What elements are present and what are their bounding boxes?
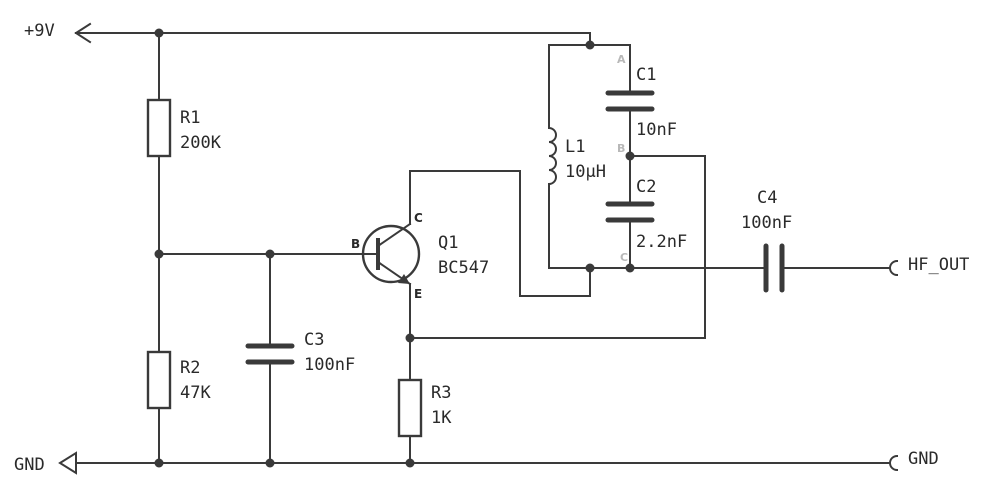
node-c-label: C — [620, 251, 628, 264]
r2-ref: R2 — [180, 358, 200, 378]
r3-resistor — [397, 378, 423, 438]
q1-transistor — [361, 222, 421, 286]
output-label: HF_OUT — [908, 255, 969, 275]
junction-dot — [405, 458, 415, 468]
junction-dot — [625, 151, 635, 161]
r2-value: 47K — [180, 383, 211, 403]
junction-dot — [625, 263, 635, 273]
ground-rail — [58, 451, 899, 475]
l1-inductor — [547, 126, 557, 186]
node-a-label: A — [617, 53, 626, 66]
junction-dot — [405, 333, 415, 343]
supply-rail — [74, 22, 591, 46]
emitter-arrow-icon — [398, 274, 410, 284]
output-port-icon — [889, 259, 899, 277]
junction-dot — [154, 249, 164, 259]
supply-label: +9V — [24, 21, 55, 41]
r1-value: 200K — [180, 133, 222, 153]
junction-dot — [154, 28, 164, 38]
r1-ref: R1 — [180, 108, 200, 128]
c2-value: 2.2nF — [636, 232, 687, 252]
r3-value: 1K — [431, 408, 452, 428]
ground-label-left: GND — [14, 455, 45, 475]
junction-dot — [265, 458, 275, 468]
q1-ref: Q1 — [438, 233, 458, 253]
c4-ref: C4 — [757, 188, 777, 208]
r1-resistor — [146, 98, 172, 158]
junction-dot — [585, 40, 595, 50]
node-b-label: B — [617, 142, 625, 155]
c1-ref: C1 — [636, 65, 656, 85]
c1-value: 10nF — [636, 120, 677, 140]
junction-dot — [154, 458, 164, 468]
ground-port-icon — [889, 454, 899, 472]
junction-dots — [154, 28, 635, 468]
junction-dot — [585, 263, 595, 273]
c3-value: 100nF — [304, 355, 355, 375]
junction-dot — [265, 249, 275, 259]
q1-pin-collector: C — [414, 211, 423, 225]
c4-value: 100nF — [741, 213, 792, 233]
supply-arrow-icon — [74, 22, 92, 44]
q1-pin-base: B — [351, 237, 360, 251]
r3-ref: R3 — [431, 383, 451, 403]
r2-resistor — [146, 350, 172, 410]
ground-arrow-icon — [58, 451, 77, 475]
ground-label-right: GND — [908, 449, 939, 469]
l1-ref: L1 — [565, 137, 585, 157]
q1-pin-emitter: E — [414, 287, 422, 301]
c3-ref: C3 — [304, 330, 324, 350]
c2-ref: C2 — [636, 177, 656, 197]
q1-value: BC547 — [438, 258, 489, 278]
l1-value: 10µH — [565, 162, 606, 182]
